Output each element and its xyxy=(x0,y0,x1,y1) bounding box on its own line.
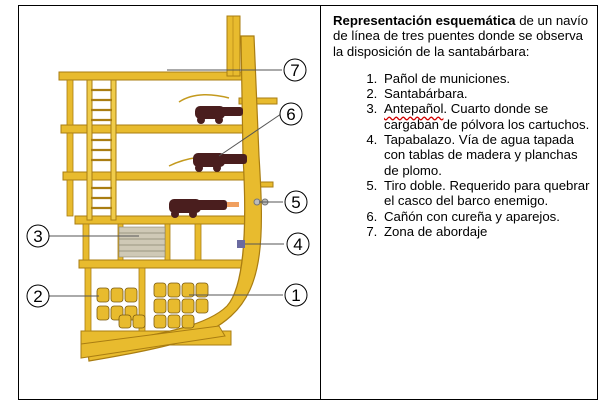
legend-intro: Representación esquemática de un navío d… xyxy=(333,13,591,59)
table-frame xyxy=(18,5,598,400)
callout-5: 5 xyxy=(284,190,308,214)
callout-7-label: 7 xyxy=(290,61,299,80)
keel xyxy=(80,325,226,359)
callout-2: 2 xyxy=(26,284,50,308)
upper-gallery-plank xyxy=(238,97,278,105)
cannon-upper xyxy=(178,94,243,124)
cannon-middle xyxy=(168,153,247,172)
callout-1-label: 1 xyxy=(291,286,300,305)
plug-plate xyxy=(237,240,245,248)
legend-item-text: Zona de abordaje xyxy=(384,223,488,239)
legend-item-text: Cañón con cureña y aparejos. xyxy=(384,208,560,224)
ship-section-diagram: 7 6 5 4 3 2 1 xyxy=(26,15,310,362)
callout-6-label: 6 xyxy=(286,105,295,124)
legend-item: Zona de abordaje xyxy=(381,224,591,239)
leader-lines xyxy=(49,69,284,297)
barrels xyxy=(96,282,209,329)
legend-item: Tapabalazo. Vía de agua tapada con tabla… xyxy=(381,132,591,178)
callout-6: 6 xyxy=(279,102,303,126)
legend-item: Pañol de municiones. xyxy=(381,71,591,86)
callout-3: 3 xyxy=(26,224,50,248)
callout-5-label: 5 xyxy=(291,193,300,212)
legend-item-text: Santabárbara. xyxy=(384,86,468,102)
legend-title: Representación esquemática xyxy=(333,13,516,28)
hull-side xyxy=(86,35,263,362)
callout-1: 1 xyxy=(284,283,308,307)
legend-item: Santabárbara. xyxy=(381,86,591,101)
callout-7: 7 xyxy=(283,58,307,82)
legend-item-flagged-word: Antepañol xyxy=(384,101,444,117)
mast xyxy=(226,15,241,77)
callout-4-label: 4 xyxy=(293,235,302,254)
callout-4: 4 xyxy=(286,232,310,256)
legend-item: Tiro doble. Requerido para quebrar el ca… xyxy=(381,178,591,209)
callout-3-label: 3 xyxy=(33,227,42,246)
legend-item: Cañón con cureña y aparejos. xyxy=(381,209,591,224)
cannon-lower xyxy=(169,199,239,218)
table-divider xyxy=(320,5,321,400)
legend-item-text: Pañol de municiones. xyxy=(384,70,511,86)
legend-text: Representación esquemática de un navío d… xyxy=(333,13,591,239)
legend-item-text: Tapabalazo. Vía de agua tapada con tabla… xyxy=(384,132,578,178)
legend-item-text: Tiro doble. Requerido para quebrar el ca… xyxy=(384,177,590,209)
powder-stack xyxy=(118,226,166,258)
legend-item: Antepañol. Cuarto donde se cargaban de p… xyxy=(381,101,591,132)
callout-2-label: 2 xyxy=(33,287,42,306)
legend-item-text: . Cuarto donde se cargaban de pólvora lo… xyxy=(384,101,590,132)
legend-list: Pañol de municiones. Santabárbara. Antep… xyxy=(333,71,591,239)
legend-intro-rest: de un navío de línea de tres puentes don… xyxy=(333,13,589,59)
